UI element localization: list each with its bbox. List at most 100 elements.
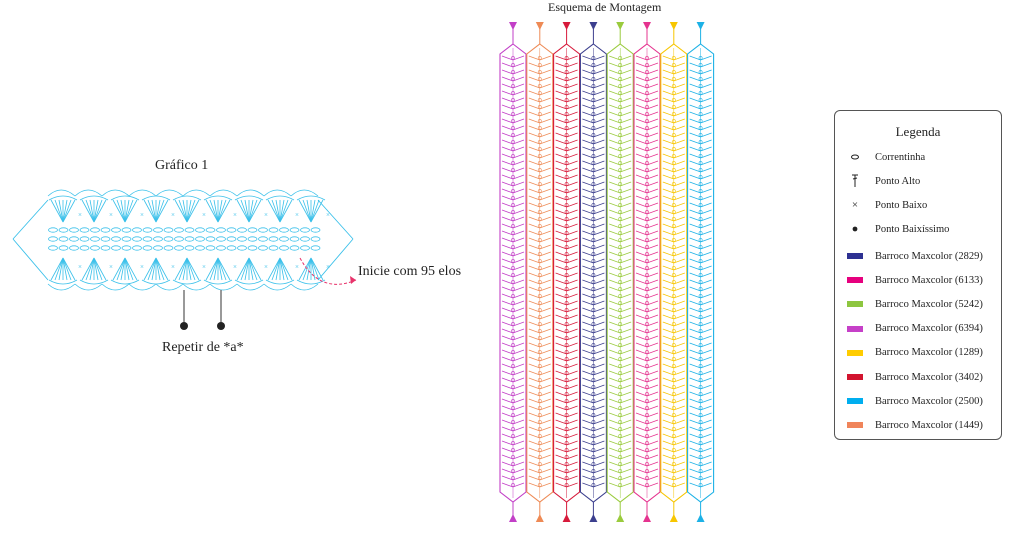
- chain-stitch: [300, 227, 310, 233]
- single-crochet-mark: ×: [140, 211, 144, 219]
- legend-row-symbol: ×Ponto Baixo: [835, 195, 1001, 215]
- double-crochet-mark: [236, 199, 250, 223]
- legend-label: Barroco Maxcolor (3402): [875, 371, 983, 383]
- single-crochet-mark: ×: [326, 263, 330, 271]
- strip-outline: [606, 43, 634, 503]
- double-crochet-mark: [186, 257, 192, 281]
- shell-edge: [234, 195, 264, 201]
- chain-stitch: [163, 227, 174, 233]
- chain-stitch: [216, 227, 226, 233]
- color-swatch: [847, 398, 863, 405]
- double-crochet-mark: [58, 257, 64, 281]
- double-crochet-mark: [182, 199, 188, 223]
- double-crochet-mark: [240, 257, 250, 281]
- tassel-top: [562, 22, 571, 30]
- double-crochet-mark: [178, 257, 188, 281]
- legend-row-symbol: Ponto Alto: [835, 171, 1001, 191]
- double-crochet-mark: [93, 257, 99, 281]
- shell-edge: [48, 195, 78, 201]
- chain-stitch: [132, 236, 142, 242]
- chain-stitch: [279, 245, 289, 251]
- double-crochet-mark: [151, 257, 157, 281]
- shell-edge: [110, 195, 140, 201]
- legend-row-color: Barroco Maxcolor (5242): [835, 294, 1001, 314]
- strip: [687, 22, 715, 522]
- strip-outline: [579, 43, 607, 503]
- left-point: [12, 199, 49, 281]
- tassel-top: [669, 22, 678, 30]
- single-crochet-mark: ×: [233, 211, 237, 219]
- single-crochet-mark: ×: [109, 263, 113, 271]
- chain-stitch: [90, 227, 100, 233]
- chain-stitch: [100, 245, 111, 251]
- shell-fan: ×: [141, 195, 175, 223]
- double-crochet-mark: [209, 257, 219, 281]
- shell-edge: [203, 195, 233, 201]
- shell-edge: [296, 195, 326, 201]
- double-crochet-mark: [62, 199, 76, 223]
- double-crochet-mark: [155, 199, 169, 223]
- chain-stitch: [48, 227, 58, 233]
- single-crochet-mark: ×: [140, 263, 144, 271]
- single-crochet-mark: ×: [202, 211, 206, 219]
- double-crochet-mark: [306, 257, 312, 281]
- legend-label: Barroco Maxcolor (6133): [875, 274, 983, 286]
- double-crochet-mark: [186, 199, 200, 223]
- chain-stitch: [205, 227, 216, 233]
- double-crochet-mark: [205, 199, 219, 223]
- shell-fan: ×: [203, 257, 237, 285]
- chain-stitch: [289, 245, 300, 251]
- double-crochet-mark: [81, 199, 95, 223]
- double-crochet-mark: [240, 199, 250, 223]
- chain-stitch: [226, 236, 237, 242]
- double-crochet-mark: [209, 199, 219, 223]
- shell-fan: ×: [110, 257, 144, 285]
- tassel-bottom: [509, 514, 517, 522]
- shell-edge: [172, 279, 202, 285]
- chain-stitch: [247, 245, 258, 251]
- legend-label: Ponto Alto: [875, 175, 921, 187]
- double-crochet-icon: [835, 174, 875, 188]
- bottom-scallop: [128, 283, 157, 291]
- chain-stitch: [247, 227, 258, 233]
- chain-stitch: [195, 236, 205, 242]
- single-crochet-mark: ×: [202, 263, 206, 271]
- single-crochet-mark: ×: [264, 263, 268, 271]
- strip-outline: [687, 43, 715, 503]
- double-crochet-mark: [279, 257, 285, 281]
- color-swatch: [847, 422, 863, 429]
- single-crochet-mark: ×: [78, 211, 82, 219]
- double-crochet-mark: [155, 199, 161, 223]
- double-crochet-mark: [93, 257, 103, 281]
- double-crochet-mark: [248, 199, 262, 223]
- double-crochet-mark: [275, 257, 281, 281]
- double-crochet-mark: [279, 199, 285, 223]
- double-crochet-mark: [217, 257, 223, 281]
- double-crochet-mark: [155, 257, 165, 281]
- legend-row-color: Barroco Maxcolor (2829): [835, 246, 1001, 266]
- double-crochet-mark: [279, 257, 293, 281]
- chain-stitch: [79, 245, 90, 251]
- shell-fan: ×: [79, 195, 113, 223]
- tassel-bottom: [643, 514, 651, 522]
- double-crochet-mark: [186, 199, 196, 223]
- legend-label: Ponto Baixo: [875, 199, 928, 211]
- legend-label: Correntinha: [875, 151, 926, 163]
- double-crochet-mark: [302, 199, 312, 223]
- shell-edge: [79, 279, 109, 285]
- strip: [579, 22, 607, 522]
- chain-stitch: [111, 245, 121, 251]
- shell-edge: [203, 279, 233, 285]
- start-note: Inicie com 95 elos: [358, 264, 462, 279]
- shell-edge: [172, 195, 202, 201]
- top-scallop: [209, 189, 238, 197]
- chain-stitch: [132, 245, 142, 251]
- double-crochet-mark: [50, 199, 64, 223]
- double-crochet-mark: [186, 257, 200, 281]
- single-crochet-mark: ×: [326, 211, 330, 219]
- top-scallop: [155, 189, 184, 197]
- tassel-bottom: [669, 514, 678, 522]
- chain-stitch: [216, 245, 226, 251]
- strip-outline: [633, 43, 661, 503]
- double-crochet-mark: [275, 199, 281, 223]
